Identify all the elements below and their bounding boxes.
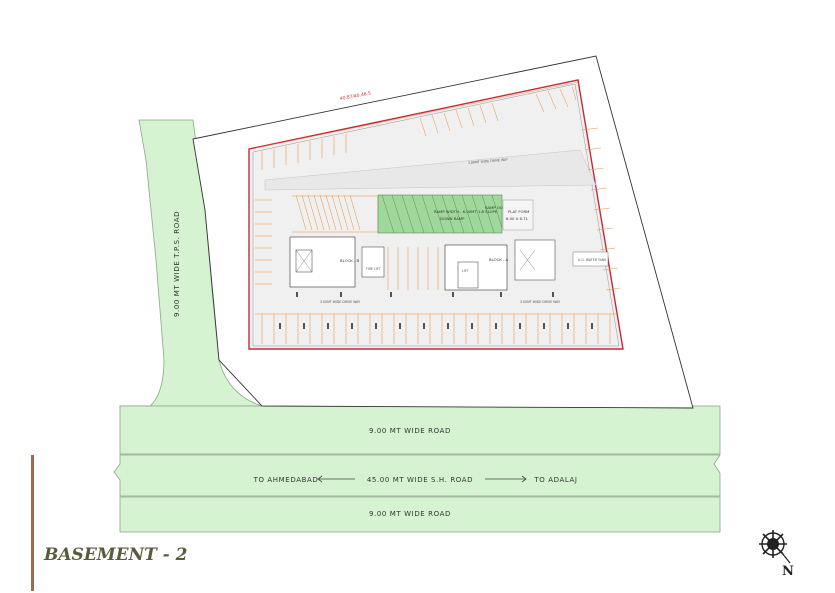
- main-road: [113, 454, 721, 497]
- lower-road-label: 9.00 MT WIDE ROAD: [369, 510, 451, 518]
- column-markers: [279, 292, 593, 329]
- block-a: [444, 244, 508, 291]
- left-arrow-icon: [317, 475, 355, 483]
- tps-road-label: 9.00 MT WIDE T.P.S. ROAD: [173, 211, 181, 317]
- right-direction-label: TO ADALAJ: [533, 476, 577, 484]
- svg-text:U.G. WATER TANK: U.G. WATER TANK: [578, 258, 607, 262]
- main-road-label: 45.00 MT WIDE S.H. ROAD: [367, 476, 473, 484]
- svg-text:LIFT: LIFT: [462, 269, 468, 273]
- svg-text:BLOCK - A: BLOCK - A: [489, 257, 508, 262]
- svg-text:RAMP WIDTH - 6.00MT 1:8 SLOPE: RAMP WIDTH - 6.00MT 1:8 SLOPE: [434, 209, 498, 214]
- svg-text:3.00MT WIDE DRIVE WAY: 3.00MT WIDE DRIVE WAY: [320, 300, 360, 304]
- parking-left-column: [255, 199, 272, 285]
- left-direction-label: TO AHMEDABAD: [253, 476, 319, 484]
- svg-text:DOWN RAMP: DOWN RAMP: [440, 216, 465, 221]
- block-b: [289, 236, 356, 288]
- svg-text:6.00 X 6.71: 6.00 X 6.71: [506, 216, 529, 221]
- svg-text:3.00MT WIDE DRIVE WAY: 3.00MT WIDE DRIVE WAY: [468, 158, 508, 165]
- svg-text:RAMP OUT: RAMP OUT: [485, 205, 506, 210]
- platform: [502, 199, 534, 231]
- ug-water-tank: [572, 251, 609, 267]
- parking-top-row: [255, 81, 579, 170]
- lower-road: [119, 496, 721, 533]
- parking-central: [387, 247, 439, 290]
- svg-text:3.00MT WIDE DRIVE WAY: 3.00MT WIDE DRIVE WAY: [520, 300, 560, 304]
- page-title: BASEMENT - 2: [44, 545, 188, 565]
- upper-road: [119, 405, 721, 455]
- north-arrow-icon: N: [759, 530, 794, 579]
- top-circulation: [264, 149, 597, 191]
- parking-right-diagonal: [581, 127, 621, 291]
- boundary-dimension: 40.87/40.46.5: [339, 91, 371, 102]
- right-arrow-icon: [485, 475, 527, 483]
- compass-letter: N: [782, 564, 794, 579]
- down-ramp: [377, 194, 503, 234]
- svg-text:FIRE LIFT: FIRE LIFT: [366, 267, 381, 271]
- svg-text:BLOCK - B: BLOCK - B: [340, 258, 359, 263]
- parking-bottom-row: [255, 313, 619, 344]
- svg-text:PLAT FORM: PLAT FORM: [508, 209, 529, 214]
- upper-road-label: 9.00 MT WIDE ROAD: [369, 427, 451, 435]
- accent-bar: [31, 455, 34, 591]
